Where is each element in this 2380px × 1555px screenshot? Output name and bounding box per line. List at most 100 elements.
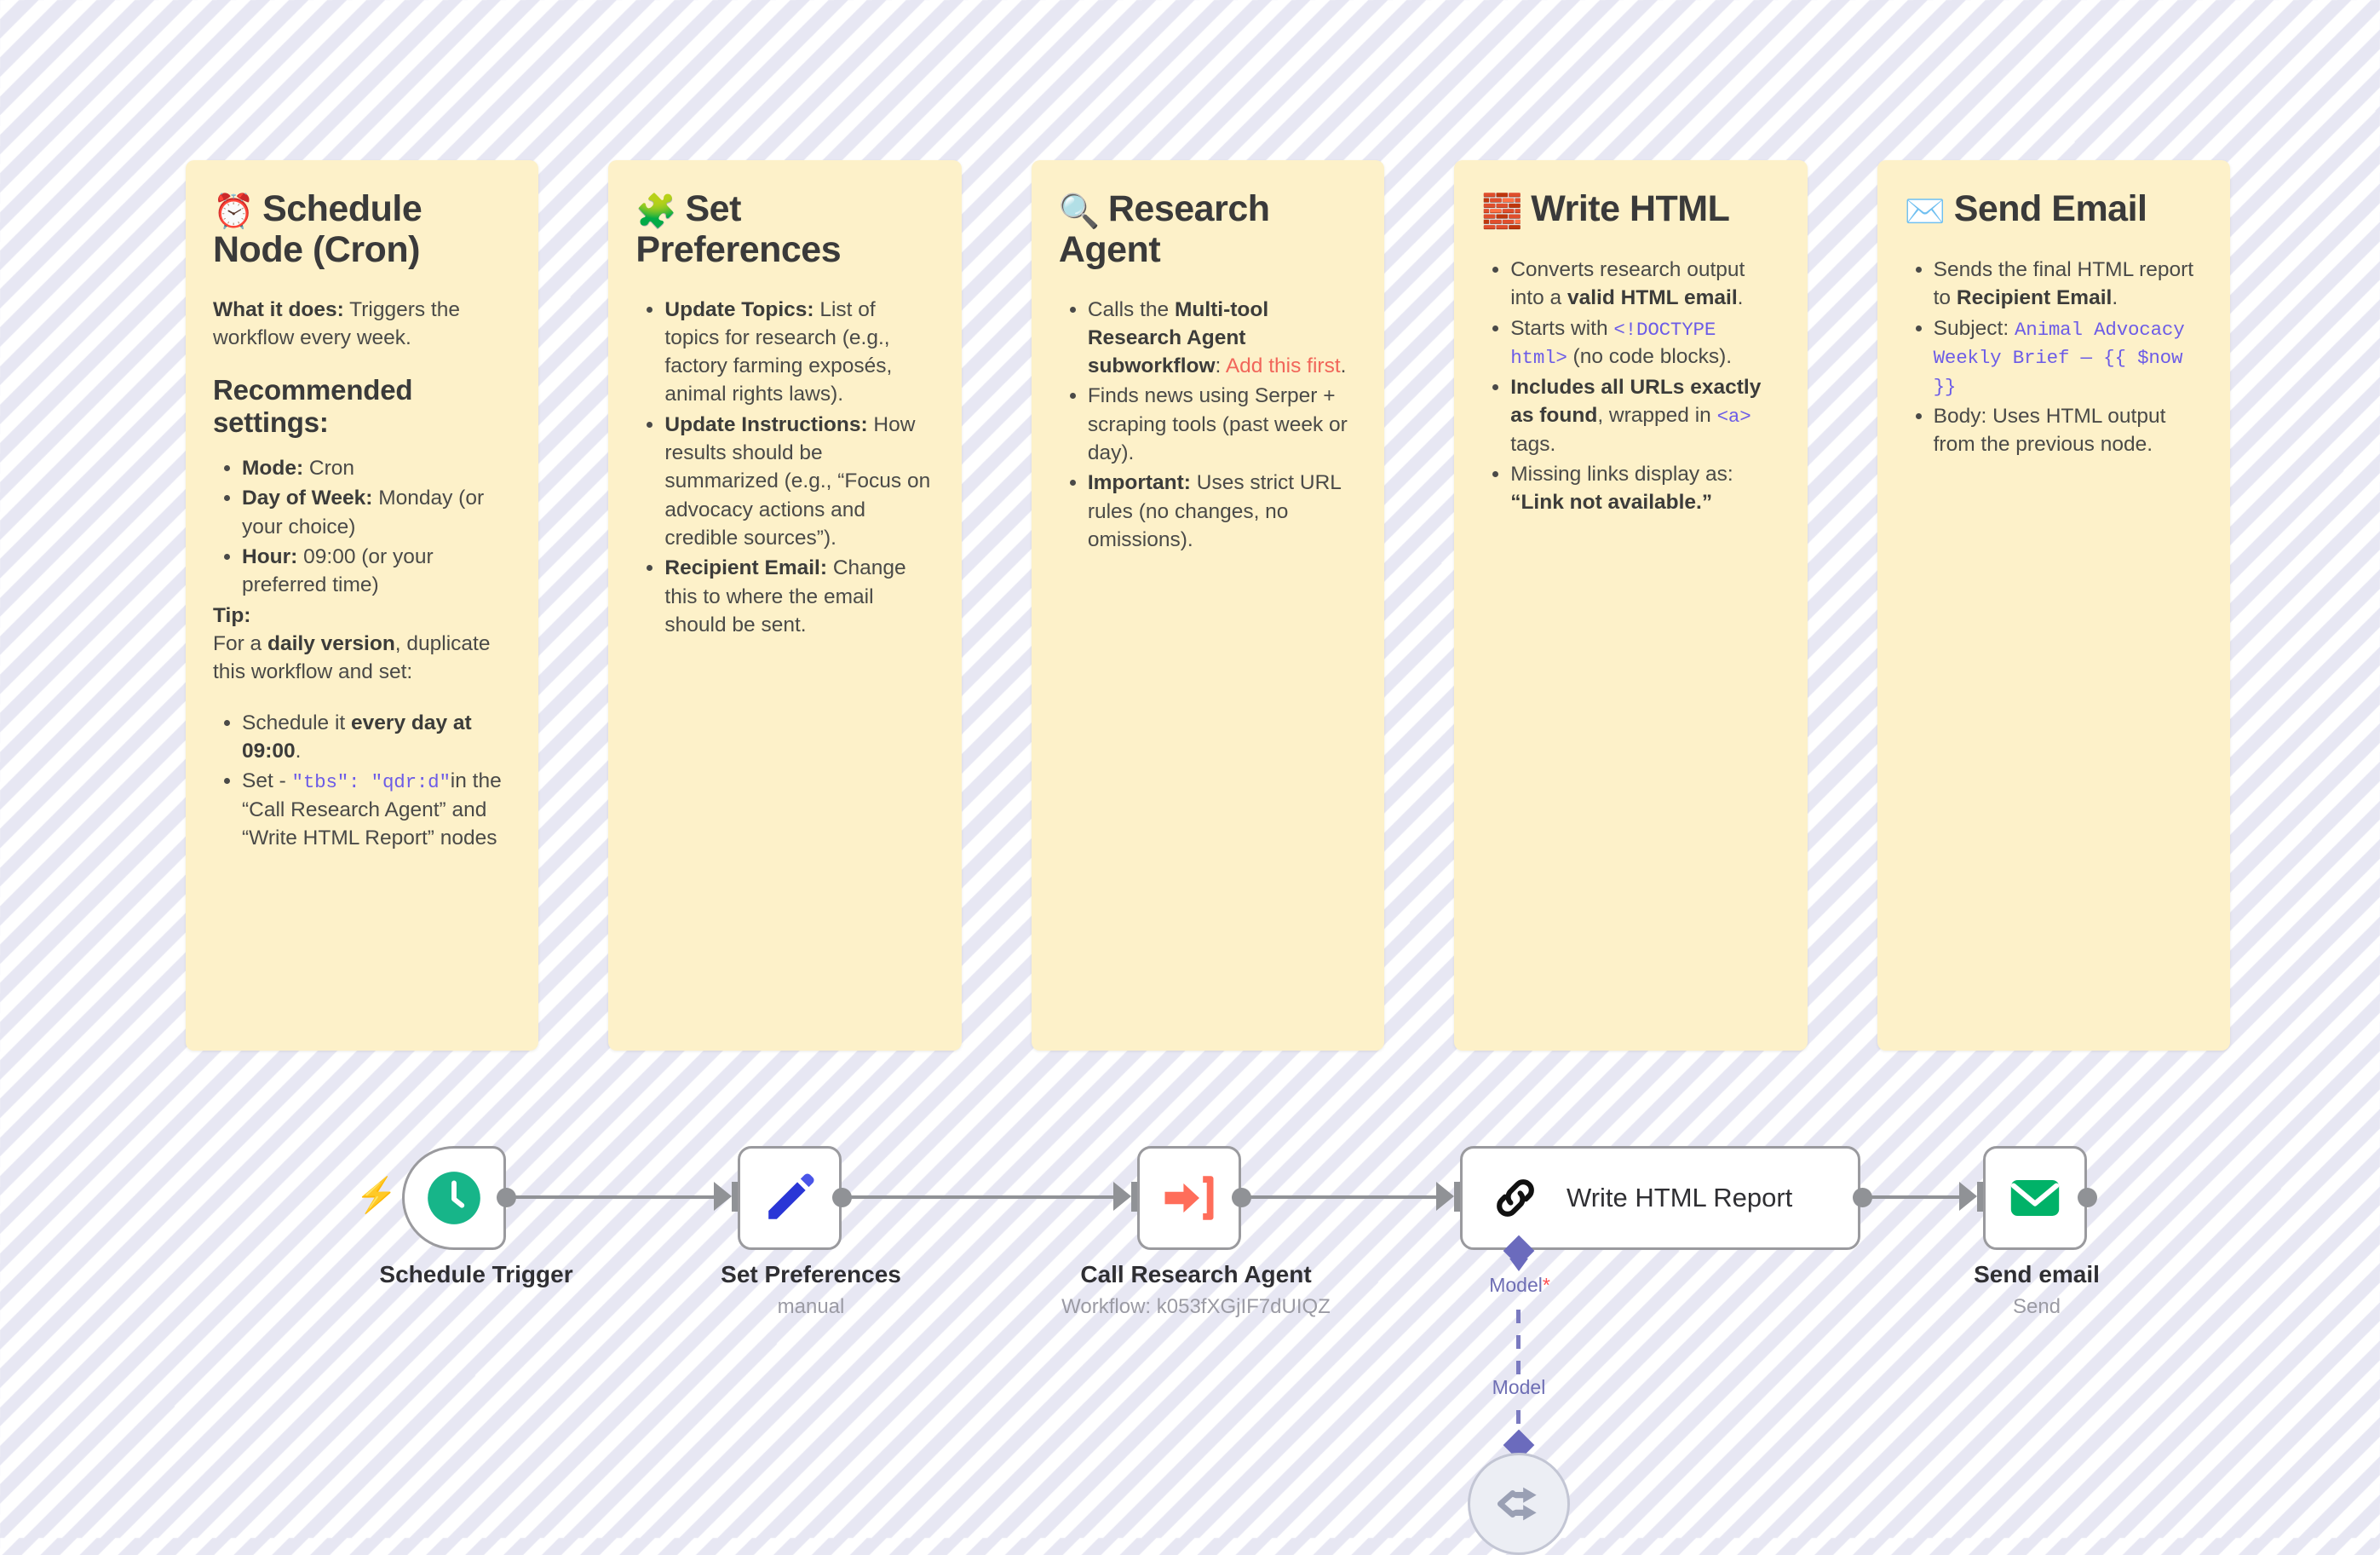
bullet-post: .	[1737, 286, 1744, 310]
bullet-text: Converts research output into a	[1510, 258, 1745, 310]
node-sublabel-call-research-agent: Workflow: k053fXGjIF7dUIQZ	[1061, 1295, 1331, 1318]
input-port-write-html-report[interactable]	[1454, 1182, 1462, 1212]
model-branch-label: Model	[1492, 1376, 1546, 1398]
node-label-set-preferences: Set Preferences	[721, 1261, 901, 1287]
list-item: Missing links display as: “Link not avai…	[1510, 460, 1779, 517]
workflow-node-set-preferences[interactable]	[738, 1146, 842, 1250]
schedule-settings-list: Mode: Cron Day of Week: Monday (or your …	[213, 454, 511, 600]
connector-2	[847, 1195, 1119, 1199]
sticky-title-text: Write HTML	[1531, 188, 1730, 229]
bullet-bold: valid HTML email	[1567, 286, 1738, 310]
model-branch-icon	[1497, 1487, 1537, 1521]
list-item: Set - "tbs": "qdr:d"in the “Call Researc…	[242, 767, 511, 852]
output-port-write-html-report[interactable]	[1853, 1188, 1872, 1207]
sticky-title-write-html: 🧱Write HTML	[1481, 189, 1779, 230]
bullet-text: Change this to where the email should be…	[664, 556, 906, 636]
chain-link-icon	[1497, 1179, 1534, 1217]
output-port-set-preferences[interactable]	[832, 1188, 852, 1207]
model-port-label-text: Model	[1489, 1274, 1543, 1296]
warning-post: .	[1340, 354, 1347, 378]
list-item: Update Topics: List of topics for resear…	[664, 296, 934, 409]
bullet-label: Mode:	[242, 457, 304, 481]
magnifying-glass-icon: 🔍	[1058, 193, 1101, 230]
bullet-bold: every day at 09:00	[242, 711, 472, 763]
input-port-call-research-agent[interactable]	[1131, 1182, 1139, 1212]
pencil-icon	[768, 1173, 814, 1219]
output-port-schedule-trigger[interactable]	[497, 1188, 516, 1207]
warning-text: Add this first	[1225, 354, 1341, 378]
model-dashed-connector-upper	[1516, 1310, 1521, 1381]
node-label-send-email: Send email	[1974, 1261, 2100, 1287]
bullet-bold: “Link not available.”	[1510, 491, 1713, 515]
workflow-node-schedule-trigger[interactable]	[402, 1146, 506, 1250]
input-port-send-email[interactable]	[1977, 1182, 1985, 1212]
send-email-list: Sends the final HTML report to Recipient…	[1905, 256, 2203, 458]
connector-arrow-1	[714, 1182, 732, 1211]
model-port-tip	[1509, 1258, 1528, 1271]
sticky-note-schedule-node[interactable]: ⏰Schedule Node (Cron) What it does: Trig…	[186, 160, 539, 1051]
node-sublabel-send-email: Send	[2012, 1295, 2061, 1318]
bullet-text: Calls the	[1087, 297, 1175, 321]
sticky-title-text: Set Preferences	[635, 188, 842, 271]
bullet-bold: Recipient Email	[1956, 286, 2113, 310]
list-item: Schedule it every day at 09:00.	[242, 709, 511, 766]
workflow-node-model[interactable]	[1468, 1453, 1570, 1555]
list-item: Subject: Animal Advocacy Weekly Brief — …	[1934, 314, 2203, 400]
tip-text-pre: For a	[213, 631, 267, 655]
model-dashed-connector-lower	[1516, 1410, 1521, 1443]
bullet-text: Uses strict URL rules (no changes, no om…	[1087, 471, 1341, 552]
connector-arrow-4	[1959, 1182, 1977, 1211]
bullet-post: :	[1215, 354, 1222, 378]
list-item: Hour: 09:00 (or your preferred time)	[242, 543, 511, 600]
schedule-tip-list: Schedule it every day at 09:00. Set - "t…	[213, 709, 511, 853]
required-marker: *	[1542, 1274, 1550, 1296]
bullet-post: in the “Call Research Agent” and “Write …	[242, 769, 502, 850]
sticky-title-schedule: ⏰Schedule Node (Cron)	[213, 189, 511, 270]
tip-label: Tip:	[213, 603, 251, 627]
connector-1	[511, 1195, 720, 1199]
workflow-canvas[interactable]: ⚡ Schedule Trigger Set Preferences manua…	[0, 1069, 2380, 1555]
bullet-text: , wrapped in	[1597, 404, 1717, 428]
bullet-text: 09:00 (or your preferred time)	[242, 544, 434, 597]
output-port-call-research-agent[interactable]	[1232, 1188, 1251, 1207]
sticky-note-write-html[interactable]: 🧱Write HTML Converts research output int…	[1454, 160, 1808, 1051]
bullet-bold: Includes all URLs exactly as found	[1510, 375, 1762, 428]
list-item: Day of Week: Monday (or your choice)	[242, 484, 511, 541]
inline-code: <a>	[1716, 406, 1751, 429]
list-item: Calls the Multi-tool Research Agent subw…	[1088, 296, 1357, 381]
sticky-note-send-email[interactable]: ✉️Send Email Sends the final HTML report…	[1877, 160, 2231, 1051]
list-item: Sends the final HTML report to Recipient…	[1934, 256, 2203, 313]
list-item: Starts with <!DOCTYPE html> (no code blo…	[1510, 314, 1779, 371]
bullet-text: Body: Uses HTML output from the previous…	[1933, 404, 2166, 456]
connector-arrow-3	[1436, 1182, 1454, 1211]
bullet-label: Update Instructions:	[664, 412, 868, 436]
bullet-label: Update Topics:	[664, 297, 814, 321]
sticky-title-research-agent: 🔍Research Agent	[1059, 189, 1357, 270]
workflow-node-send-email[interactable]	[1983, 1146, 2087, 1250]
output-port-send-email[interactable]	[2078, 1188, 2097, 1207]
list-item: Converts research output into a valid HT…	[1510, 256, 1779, 313]
input-port-set-preferences[interactable]	[732, 1182, 739, 1212]
node-inline-title-write-html-report: Write HTML Report	[1567, 1183, 1793, 1212]
node-label-schedule-trigger: Schedule Trigger	[379, 1261, 573, 1287]
bullet-post: .	[2112, 286, 2118, 310]
brick-icon: 🧱	[1481, 193, 1523, 230]
alarm-clock-icon: ⏰	[213, 193, 255, 230]
schedule-section-heading: Recommended settings:	[213, 374, 413, 439]
bullet-post: (no code blocks).	[1567, 345, 1733, 369]
sticky-note-research-agent[interactable]: 🔍Research Agent Calls the Multi-tool Res…	[1031, 160, 1385, 1051]
bullet-text: Set -	[242, 769, 292, 793]
set-preferences-list: Update Topics: List of topics for resear…	[635, 296, 934, 640]
list-item: Body: Uses HTML output from the previous…	[1934, 402, 2203, 459]
envelope-filled-icon	[2010, 1180, 2060, 1216]
bullet-post: tags.	[1510, 432, 1556, 456]
workflow-node-call-research-agent[interactable]	[1137, 1146, 1241, 1250]
connector-3	[1246, 1195, 1442, 1199]
connector-arrow-2	[1113, 1182, 1131, 1211]
workflow-node-write-html-report[interactable]: Write HTML Report	[1460, 1146, 1860, 1250]
bullet-text: Schedule it	[242, 711, 352, 734]
sticky-note-set-preferences[interactable]: 🧩Set Preferences Update Topics: List of …	[608, 160, 962, 1051]
bullet-text: Monday (or your choice)	[242, 487, 485, 538]
connector-4	[1867, 1195, 1965, 1199]
bullet-text: Finds news using Serper + scraping tools…	[1087, 384, 1348, 465]
